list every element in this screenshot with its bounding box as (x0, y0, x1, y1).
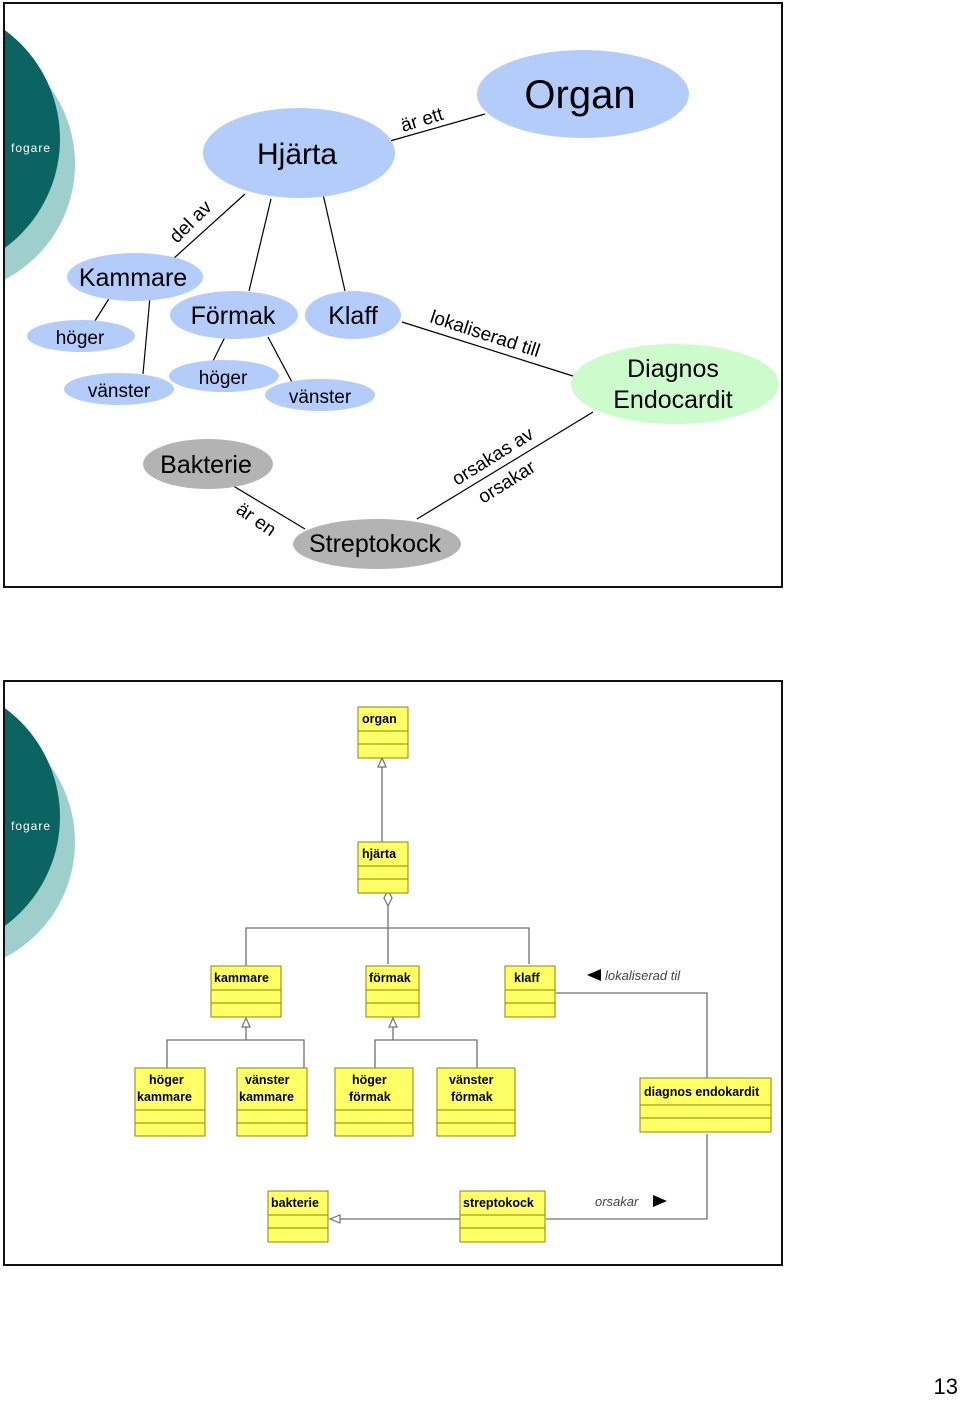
gen-kammare-children (166, 1039, 305, 1068)
label-del-av: del av (166, 196, 217, 247)
class-streptokock-box (459, 1190, 546, 1243)
class-hjarta-box (357, 841, 409, 894)
gen-arrow-bakterie (328, 1214, 341, 1224)
link-organ-hjarta (389, 113, 486, 142)
class-vanster-formak-box (436, 1067, 516, 1137)
uml-diagram-slide: fogare lokaliserad til orsakar (3, 680, 783, 1266)
node-vanster-formak-shape (265, 379, 375, 411)
link-kammare-hoger (92, 296, 111, 325)
node-vanster-kammare: vänster (88, 381, 151, 402)
uml-canvas: fogare lokaliserad til orsakar (5, 706, 772, 1243)
node-hoger-kammare: höger (56, 328, 105, 349)
node-klaff: Klaff (328, 302, 378, 330)
concept-map-canvas: fogare är ett del av lokaliserad till or… (5, 30, 779, 569)
class-kammare-box (210, 965, 282, 1018)
gen-arrow-organ (377, 756, 387, 768)
template-circle-dark (5, 30, 60, 248)
uml-connectors (166, 766, 708, 1220)
class-vanster-kammare-l2: kammare (239, 1090, 294, 1104)
link-strepto-diagnos (416, 411, 594, 520)
assoc-lokaliserad-til: lokaliserad til (605, 968, 681, 983)
node-bakterie-shape (143, 439, 273, 489)
class-hjarta: hjärta (362, 847, 397, 861)
node-hjarta: Hjärta (257, 138, 337, 171)
node-hoger-formak: höger (199, 368, 248, 389)
node-hoger-kammare-shape (27, 320, 135, 352)
node-kammare: Kammare (79, 264, 187, 292)
link-formak-hoger (212, 336, 226, 362)
orsakar-direction-icon (653, 1195, 667, 1207)
node-hjarta-shape (203, 108, 395, 198)
label-lokaliserad-till: lokaliserad till (427, 307, 542, 362)
class-hoger-kammare-l1: höger (149, 1073, 184, 1087)
class-formak-box (365, 965, 420, 1018)
class-streptokock: streptokock (463, 1196, 534, 1210)
node-streptokock-shape (293, 519, 461, 569)
uml-arrowheads (241, 756, 398, 1224)
node-vanster-formak: vänster (289, 387, 352, 408)
gen-formak-children (374, 1039, 478, 1068)
class-hoger-kammare-box (134, 1067, 206, 1137)
class-organ: organ (362, 712, 397, 726)
class-vanster-kammare-l1: vänster (245, 1073, 290, 1087)
node-formak: Förmak (191, 302, 276, 330)
class-bakterie-box (267, 1190, 329, 1243)
agg-diamond (383, 888, 393, 908)
class-hoger-formak-box (334, 1067, 414, 1137)
node-organ: Organ (524, 73, 635, 117)
class-formak: förmak (369, 971, 411, 985)
assoc-diagnos-strepto (546, 1134, 708, 1220)
fogare-logo: fogare (11, 819, 51, 833)
template-circle-dark (5, 708, 60, 926)
class-vanster-formak-l2: förmak (451, 1090, 493, 1104)
node-diagnos-shape (571, 344, 779, 424)
node-streptokock: Streptokock (309, 530, 442, 558)
page-number: 13 (933, 1374, 958, 1399)
uml-classes (134, 706, 772, 1243)
class-diagnos: diagnos endokardit (644, 1085, 760, 1099)
fogare-logo: fogare (11, 141, 51, 155)
node-formak-shape (170, 291, 298, 339)
node-kammare-shape (67, 253, 203, 301)
node-vanster-kammare-shape (64, 373, 174, 405)
node-organ-shape (477, 50, 689, 138)
node-diagnos-line2: Endocardit (613, 386, 733, 414)
link-klaff-hjarta (322, 193, 346, 292)
class-organ-box (357, 706, 409, 759)
class-hoger-formak-l1: höger (352, 1073, 387, 1087)
lokaliserad-direction-icon (587, 969, 601, 981)
class-klaff: klaff (514, 971, 541, 985)
class-bakterie: bakterie (271, 1196, 319, 1210)
label-ar-en: är en (232, 499, 280, 541)
gen-arrow-kammare (241, 1016, 251, 1028)
class-kammare: kammare (214, 971, 269, 985)
class-hoger-kammare-l2: kammare (137, 1090, 192, 1104)
class-klaff-box (504, 965, 556, 1018)
assoc-orsakar: orsakar (595, 1194, 639, 1209)
concept-links (92, 113, 594, 530)
link-kammare-hjarta (172, 193, 246, 260)
class-vanster-kammare-box (236, 1067, 308, 1137)
concept-map-slide: fogare är ett del av lokaliserad till or… (3, 2, 783, 588)
assoc-klaff-diagnos (556, 992, 708, 1080)
node-hoger-formak-shape (169, 360, 279, 392)
link-formak-hjarta (248, 198, 272, 292)
link-bakterie-strepto (229, 483, 306, 530)
class-hoger-formak-l2: förmak (349, 1090, 391, 1104)
link-formak-vanster (267, 336, 294, 385)
gen-arrow-formak (388, 1016, 398, 1028)
node-diagnos-line1: Diagnos (627, 355, 719, 383)
node-bakterie: Bakterie (160, 451, 252, 479)
node-klaff-shape (305, 291, 401, 339)
link-kammare-vanster (142, 296, 151, 375)
class-vanster-formak-l1: vänster (449, 1073, 494, 1087)
link-klaff-diagnos (401, 321, 574, 377)
